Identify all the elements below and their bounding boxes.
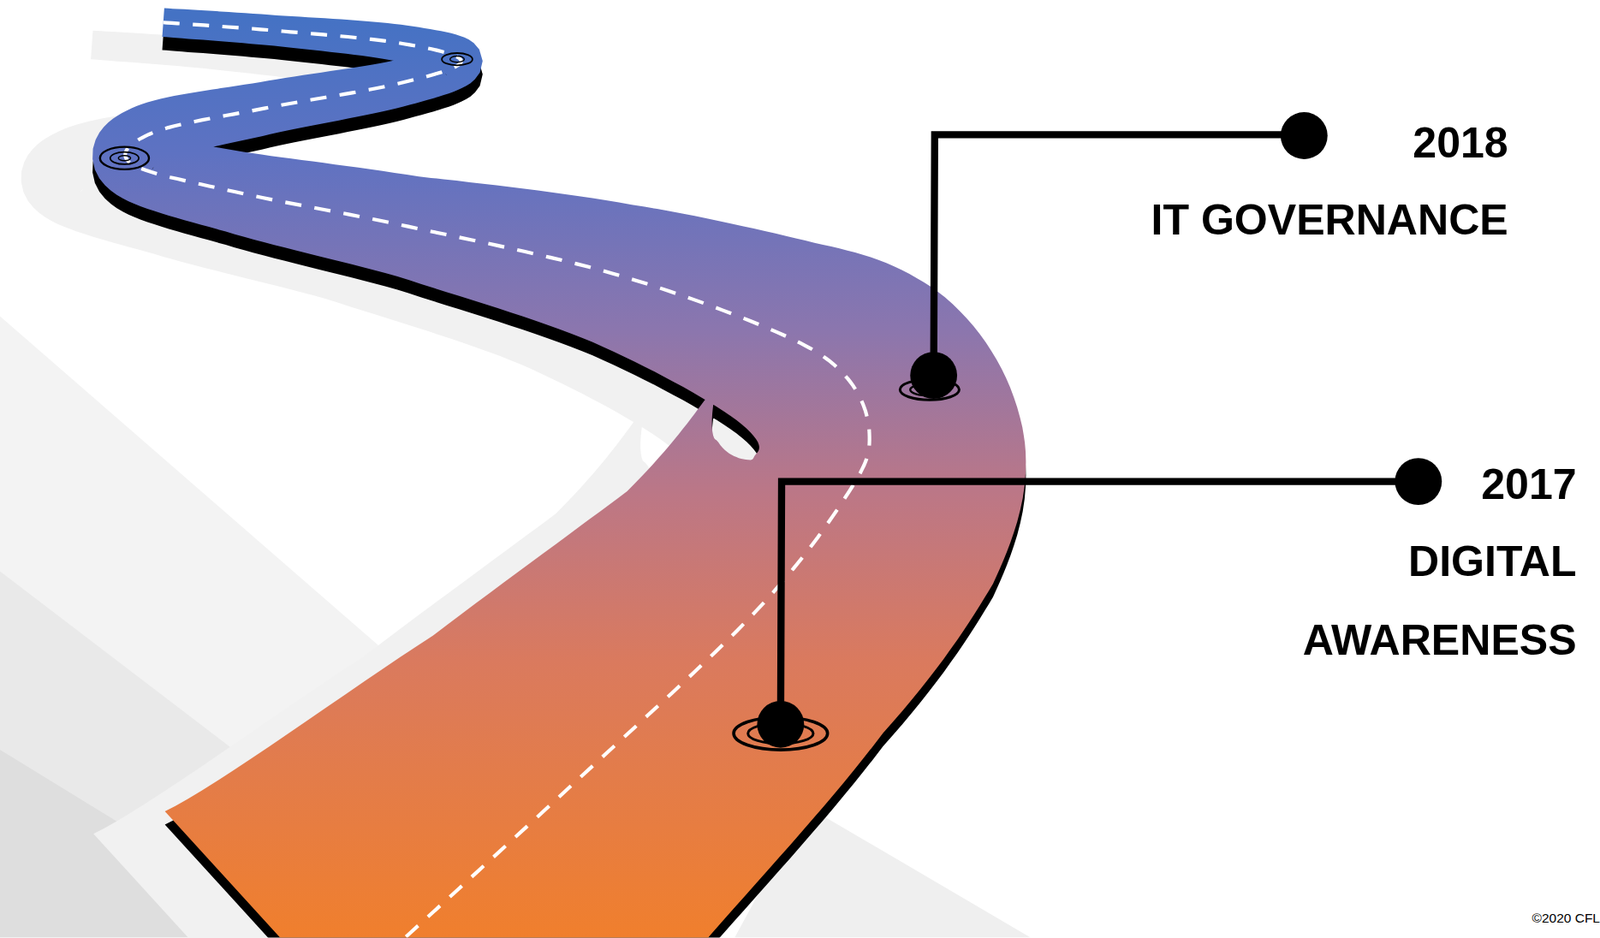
leader-line [933,134,1305,375]
marker-ring [100,147,149,170]
milestone-title: IT GOVERNANCE [1018,195,1509,247]
road-marker [100,53,473,170]
leader-dot [1280,112,1328,160]
road-centerline [124,22,869,938]
milestone-year: 2017 [1270,458,1577,511]
marker-ring [110,152,139,165]
marker-ring [441,53,473,66]
leader-dot [1394,457,1442,506]
marker-ring [118,155,131,161]
road-surface [92,8,1026,938]
milestone-year: 2018 [1100,117,1509,169]
milestone-dot [756,701,804,749]
marker-ring [450,56,465,63]
milestone-2018 [899,112,1327,400]
milestone-2017 [733,457,1442,750]
copyright-note: ©2020 CFL [1477,910,1600,927]
milestone-title: DIGITAL AWARENESS [1239,522,1577,680]
milestone-dot [910,351,958,399]
leader-line [780,481,1419,726]
